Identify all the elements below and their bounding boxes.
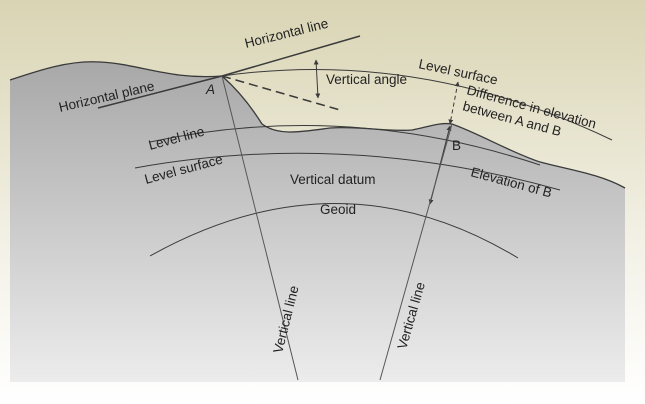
terrain-outline [9,61,626,189]
vertical-line-b [379,123,453,381]
level-line-arc [149,125,541,166]
level-surface-arc-lower [134,152,561,191]
vertical-angle-arrow [313,59,321,99]
terrain-surface [10,61,625,382]
geoid-arc [149,203,519,259]
horizontal-plane-line [97,75,223,109]
label-geoid: Geoid [320,202,356,217]
level-surface-arc [221,68,613,141]
label-point-a: A [205,82,215,97]
label-vertical-datum: Vertical datum [290,172,376,187]
label-vertical-angle: Vertical angle [326,72,407,87]
label-point-b: B [452,138,461,153]
vertical-line-a [221,75,299,381]
horizontal-line [221,35,361,77]
sight-line-dashed [221,75,341,111]
difference-arrow [448,81,460,125]
